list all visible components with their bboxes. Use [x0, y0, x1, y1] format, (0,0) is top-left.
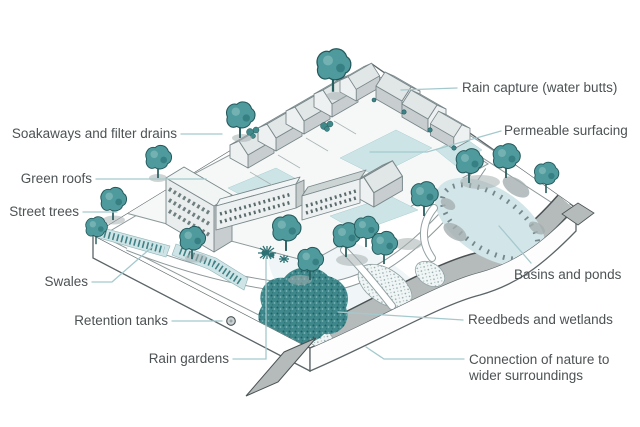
garden-fences: [249, 120, 357, 186]
label-reedbeds: Reedbeds and wetlands: [468, 312, 613, 328]
connection-road-exit: [245, 337, 317, 397]
rain-garden-plants: [258, 245, 289, 263]
water-butts: [371, 97, 457, 151]
label-connection: Connection of nature to wider surroundin…: [469, 352, 610, 383]
label-permeable: Permeable surfacing: [504, 123, 628, 139]
label-rain-capture: Rain capture (water butts): [462, 80, 618, 96]
leader-swales: [91, 246, 153, 283]
connection-road-exit-right: [561, 202, 595, 226]
label-rain-gardens: Rain gardens: [148, 351, 229, 367]
leader-rain-gardens: [232, 257, 267, 360]
label-soakaways: Soakaways and filter drains: [11, 126, 177, 142]
leader-connection: [365, 346, 465, 360]
label-basins-ponds: Basins and ponds: [514, 267, 622, 283]
leader-lines: [82, 87, 532, 360]
label-street-trees: Street trees: [9, 204, 79, 220]
leader-basins: [498, 225, 532, 264]
front-terraces: [215, 169, 367, 231]
retention-tank-marker: [226, 316, 236, 326]
leader-reedbeds: [337, 311, 464, 321]
label-retention-tanks: Retention tanks: [74, 313, 168, 329]
label-swales: Swales: [44, 274, 88, 290]
shrubs: [246, 120, 334, 139]
tree-shadows: [103, 92, 500, 285]
label-green-roofs: Green roofs: [20, 171, 92, 187]
housing: [165, 62, 471, 253]
leader-rain-capture: [400, 87, 458, 91]
leader-permeable: [369, 130, 502, 153]
reedbed: [258, 267, 348, 344]
